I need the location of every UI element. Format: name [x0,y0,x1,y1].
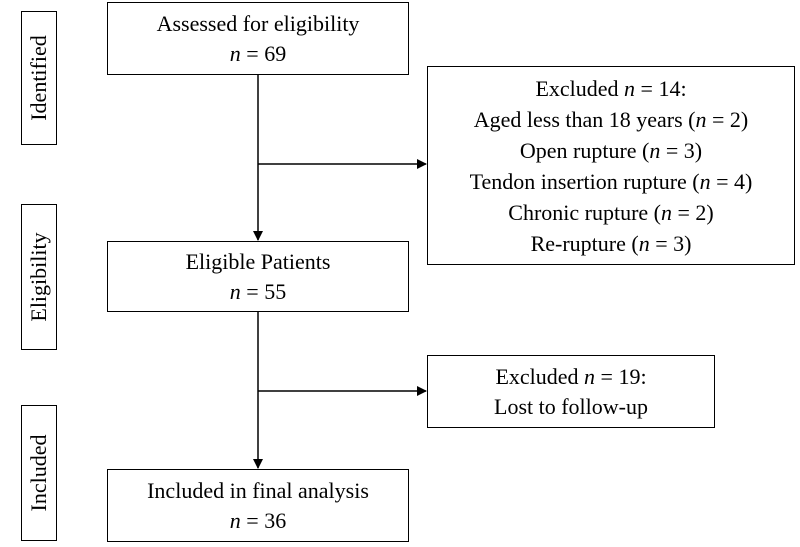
excluded-1-reason: Open rupture (n = 3) [519,137,703,163]
excluded-1-heading: Excluded n = 14: [535,75,687,101]
assessed-count: n = 69 [229,40,287,66]
eligible-count: n = 55 [229,278,287,304]
stage-included-box: Included [21,405,57,541]
stage-identified-box: Identified [21,11,57,145]
included-box: Included in final analysis n = 36 [107,469,409,542]
assessed-title: Assessed for eligibility [156,10,360,36]
excluded-1-reason: Chronic rupture (n = 2) [508,199,714,225]
stage-eligibility-box: Eligibility [21,204,57,350]
excluded-1-reason: Aged less than 18 years (n = 2) [473,106,749,132]
eligible-title: Eligible Patients [185,248,331,274]
excluded-box-1: Excluded n = 14: Aged less than 18 years… [427,66,795,265]
excluded-box-2: Excluded n = 19: Lost to follow-up [427,355,715,428]
excluded-2-reason: Lost to follow-up [494,393,648,419]
eligible-box: Eligible Patients n = 55 [107,241,409,312]
excluded-1-reason: Re-rupture (n = 3) [530,230,692,256]
assessed-box: Assessed for eligibility n = 69 [107,2,409,75]
included-title: Included in final analysis [147,477,369,503]
excluded-2-heading: Excluded n = 19: [495,363,647,389]
included-count: n = 36 [229,507,287,533]
excluded-1-reason: Tendon insertion rupture (n = 4) [469,168,753,194]
